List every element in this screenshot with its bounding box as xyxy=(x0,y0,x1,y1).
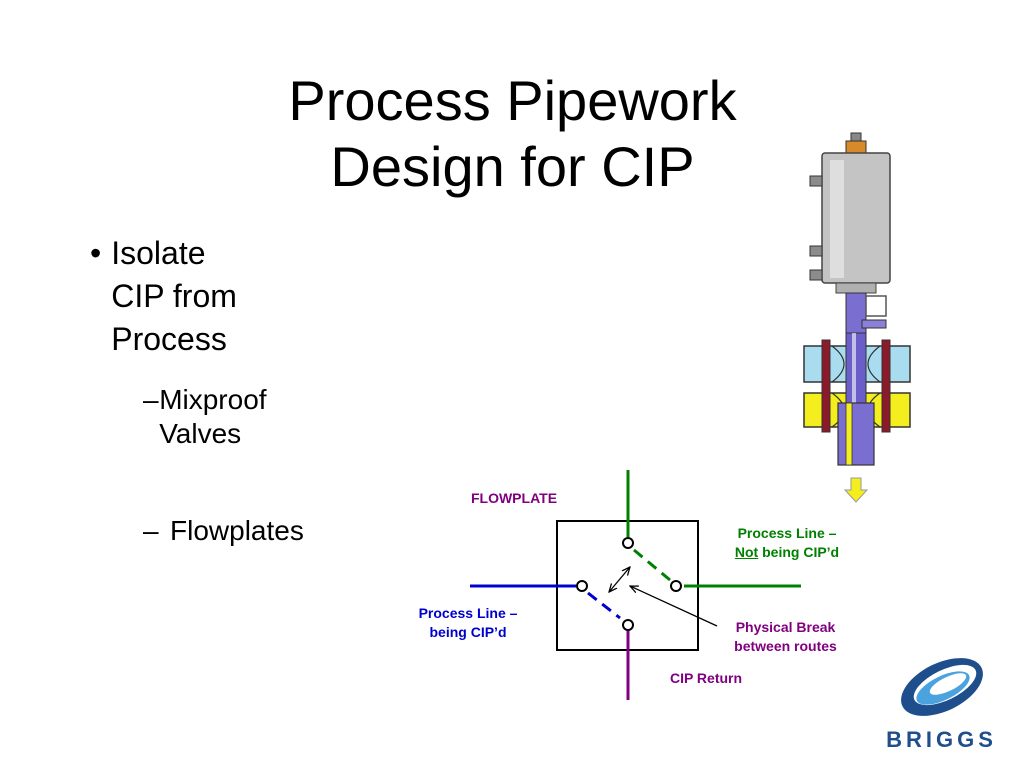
process-line-cip-label: Process Line – being CIP’d xyxy=(398,604,538,642)
physical-break-pointer xyxy=(630,586,718,627)
valve-flange-right xyxy=(881,339,891,433)
label-line: being CIP’d xyxy=(429,624,507,640)
sub-bullet-text: Mixproof Valves xyxy=(159,384,267,449)
slide-title-line-2: Design for CIP xyxy=(330,135,695,198)
valve-flange-left xyxy=(821,339,831,433)
valve-yoke xyxy=(865,295,887,317)
valve-leak-chamber xyxy=(837,402,875,466)
slide-title-line-1: Process Pipework xyxy=(288,69,737,132)
bullet-mark: • xyxy=(90,235,102,271)
break-double-arrow xyxy=(609,567,630,592)
briggs-logo-text: BRIGGS xyxy=(886,727,997,752)
label-line: Physical Break xyxy=(735,619,836,635)
label-emphasis: Not xyxy=(734,544,759,560)
port-connector xyxy=(576,580,588,592)
green-route-dashed xyxy=(633,548,671,582)
label-line: between routes xyxy=(734,638,837,654)
blue-route-dashed xyxy=(587,591,621,620)
bullet-text-line-2: Process xyxy=(111,321,227,357)
label-line: Process Line – xyxy=(418,605,518,621)
valve-port xyxy=(809,245,823,257)
valve-port xyxy=(809,269,823,281)
port-connector xyxy=(622,619,634,631)
label-line: Not being CIP’d xyxy=(712,543,862,562)
bullet-text-line-1: Isolate CIP from xyxy=(111,235,237,314)
label-rest: being CIP’d xyxy=(758,544,840,560)
port-connector xyxy=(622,537,634,549)
valve-drain-arrow xyxy=(843,477,869,503)
valve-top-cap xyxy=(850,132,862,142)
flowplate-label: FLOWPLATE xyxy=(470,490,558,506)
sub-bullet-mark: – xyxy=(143,384,159,415)
sub-bullet-item: – Flowplates xyxy=(143,514,304,548)
briggs-logo-swirl xyxy=(901,658,983,716)
sub-bullet-item: – Mixproof Valves xyxy=(143,383,277,451)
flowplate-schematic xyxy=(470,470,801,700)
bullet-item: • Isolate CIP from Process xyxy=(90,232,243,361)
sub-bullet-text: Flowplates xyxy=(170,515,304,546)
valve-top-sensor xyxy=(845,140,867,154)
valve-port xyxy=(809,175,823,187)
bullet-text: Isolate CIP from Process xyxy=(111,232,242,361)
sub-bullet-mark: – xyxy=(143,515,159,546)
valve-actuator-highlight xyxy=(830,160,844,278)
slide-title: Process Pipework Design for CIP xyxy=(140,68,885,200)
cip-return-label: CIP Return xyxy=(669,670,743,686)
label-line: Process Line – xyxy=(737,525,837,541)
mixproof-valve-illustration xyxy=(803,132,911,503)
physical-break-label: Physical Break between routes xyxy=(713,618,858,656)
valve-neck xyxy=(835,282,877,294)
port-connector xyxy=(670,580,682,592)
valve-clamp xyxy=(861,319,887,329)
process-line-not-cip-label: Process Line – Not being CIP’d xyxy=(712,524,862,562)
